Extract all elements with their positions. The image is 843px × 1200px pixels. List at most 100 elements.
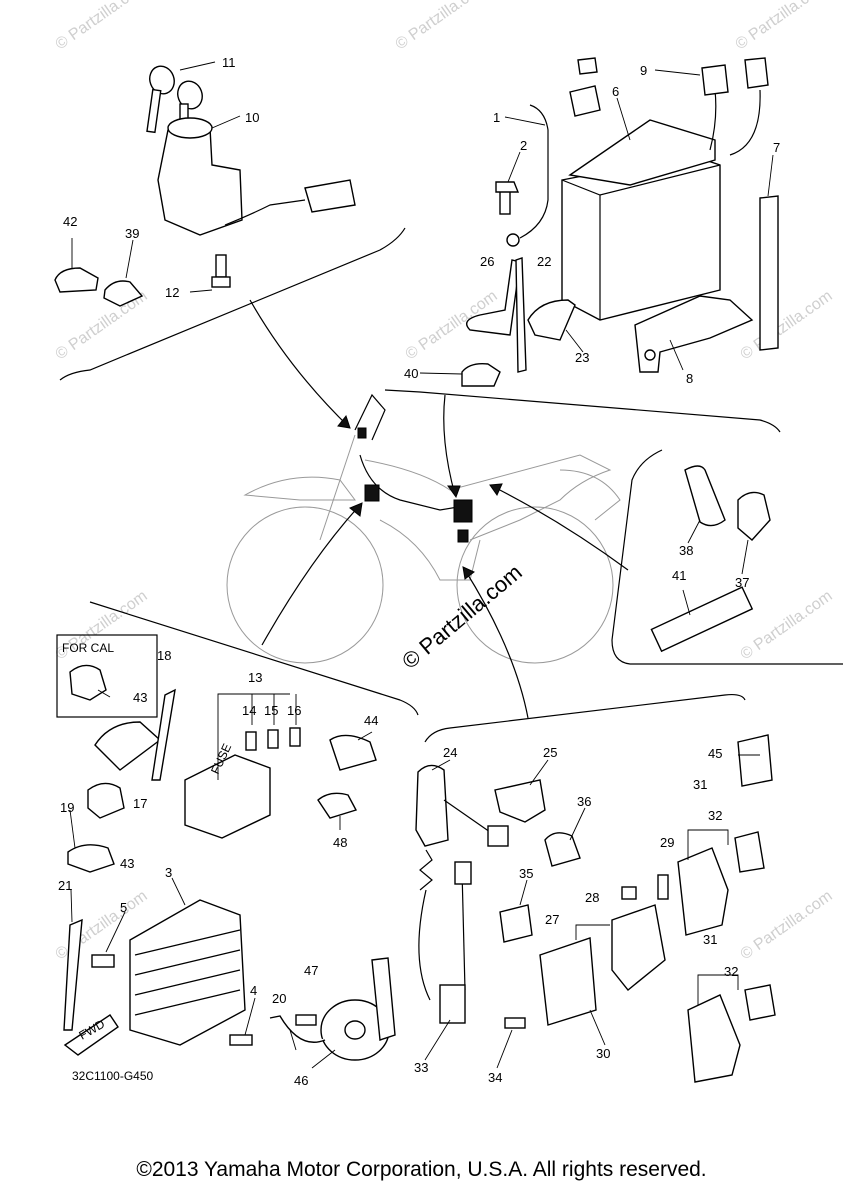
- lead-33: [461, 869, 466, 991]
- leader-line: [616, 97, 631, 141]
- band-38: [684, 465, 726, 527]
- neutral-connector: [487, 825, 509, 847]
- switch-mark: [364, 484, 380, 502]
- frame: [364, 454, 612, 541]
- front-fender: [243, 476, 356, 501]
- neutral-lead: [443, 799, 491, 833]
- callout-label: 32: [708, 808, 722, 823]
- bolt-2: [499, 189, 511, 215]
- cover-32-upper: [734, 831, 765, 873]
- callout-label: 36: [577, 794, 591, 809]
- pointer-arrow: [261, 504, 361, 646]
- rear-wheel: [456, 506, 614, 664]
- callout-label: 32: [724, 964, 738, 979]
- bracket-31-upper: [687, 829, 729, 860]
- arrow-head: [489, 483, 503, 497]
- leader-line: [105, 911, 126, 953]
- main-switch-connector: [304, 179, 356, 213]
- battery-lead-1: [519, 104, 549, 239]
- lead-connector-small: [577, 57, 598, 75]
- for-cal-label: FOR CAL: [62, 641, 114, 655]
- bottom-left-group: FOR CAL FUSE FWD 32C1100-G450: [56, 601, 419, 1083]
- callout-label: 4: [250, 983, 257, 998]
- terminal-ring: [506, 233, 520, 247]
- fuse-bracket: [251, 694, 297, 725]
- callout-label: 15: [264, 703, 278, 718]
- bolt-12: [215, 254, 227, 278]
- head-mark: [357, 427, 367, 439]
- leader-line: [97, 689, 111, 698]
- leader-line: [431, 759, 451, 771]
- rear-fender: [559, 469, 621, 521]
- relay-31-upper: [677, 847, 729, 936]
- clamp-37: [737, 491, 771, 541]
- leader-line: [189, 289, 213, 293]
- callout-label: 37: [735, 575, 749, 590]
- leader-line: [504, 116, 546, 126]
- callout-label: 29: [660, 835, 674, 850]
- callout-label: 24: [443, 745, 457, 760]
- rod: [418, 889, 431, 1001]
- fork: [319, 434, 356, 541]
- pipe-41: [650, 586, 754, 653]
- bracket-31-lower: [697, 974, 739, 1005]
- callout-label: 35: [519, 866, 533, 881]
- section-divider: [384, 389, 781, 433]
- bolt-2-head: [495, 181, 520, 193]
- callout-label: 3: [165, 865, 172, 880]
- leader-line: [507, 151, 521, 183]
- arrow-head: [349, 502, 363, 517]
- bolt-47: [295, 1014, 317, 1026]
- callout-label: 26: [480, 254, 494, 269]
- leader-line: [654, 69, 701, 76]
- callout-label: 6: [612, 84, 619, 99]
- callout-label: 44: [364, 713, 378, 728]
- leader-line: [357, 731, 373, 741]
- callout-label: 2: [520, 138, 527, 153]
- screw-34: [504, 1017, 526, 1029]
- section-divider: [59, 227, 406, 381]
- callout-label: 10: [245, 110, 259, 125]
- relay-unit-30: [539, 937, 597, 1026]
- engine-outline: [379, 519, 481, 581]
- callout-label: 21: [58, 878, 72, 893]
- clamp-43-cal: [69, 664, 107, 701]
- lead-connector: [569, 85, 601, 117]
- arrow-head: [447, 485, 461, 499]
- callout-label: 13: [248, 670, 262, 685]
- lead-cap: [744, 57, 769, 89]
- battery-lead-9b: [729, 89, 761, 156]
- main-switch-top: [167, 117, 213, 139]
- callout-label: 8: [686, 371, 693, 386]
- leader-line: [125, 239, 134, 279]
- band-18: [151, 688, 176, 781]
- callout-label: 48: [333, 835, 347, 850]
- relay-31-lower: [687, 994, 741, 1083]
- harness: [359, 454, 471, 511]
- leader-line: [211, 115, 241, 129]
- battery-mark: [453, 499, 473, 523]
- callout-label: 11: [222, 55, 236, 70]
- clamp-19: [67, 844, 115, 873]
- main-switch-lead: [224, 199, 306, 226]
- pointer-arrow: [464, 569, 529, 719]
- bolt-12-head: [211, 276, 231, 288]
- section-divider: [89, 601, 419, 716]
- bolt-29: [657, 874, 669, 900]
- clamp-42: [54, 267, 99, 293]
- callout-label: 43: [120, 856, 134, 871]
- callout-label: 34: [488, 1070, 502, 1085]
- callout-label: 27: [545, 912, 559, 927]
- watermark: © Partzilla.com: [738, 288, 836, 364]
- front-wheel: [226, 506, 384, 664]
- fuse-box: [184, 754, 271, 839]
- callout-label: 40: [404, 366, 418, 381]
- callout-label: 25: [543, 745, 557, 760]
- leader-line: [741, 539, 749, 575]
- battery-band: [759, 195, 779, 351]
- callout-numbers: 1 2 3 4 5 6 7 8 9 10 11 12 13 14 15 16 1…: [58, 55, 780, 1088]
- band-44: [329, 734, 377, 771]
- leader-line: [69, 809, 76, 849]
- handlebar: [354, 393, 386, 441]
- center-watermark: © Partzilla.com: [397, 559, 527, 673]
